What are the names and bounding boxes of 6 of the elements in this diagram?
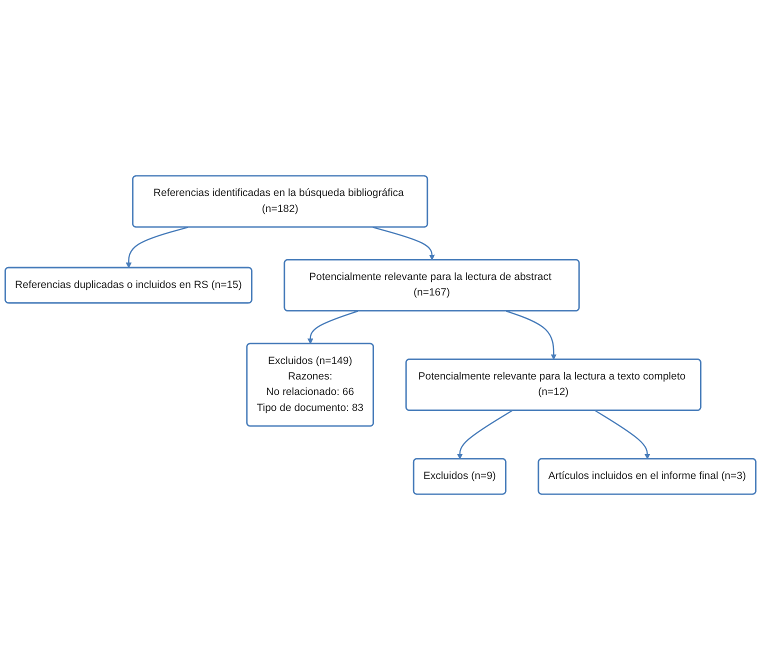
arrow [307,310,358,344]
arrow [126,226,188,268]
arrow [372,226,435,260]
arrow [506,310,557,360]
arrow [594,410,650,460]
arrow [456,410,512,460]
